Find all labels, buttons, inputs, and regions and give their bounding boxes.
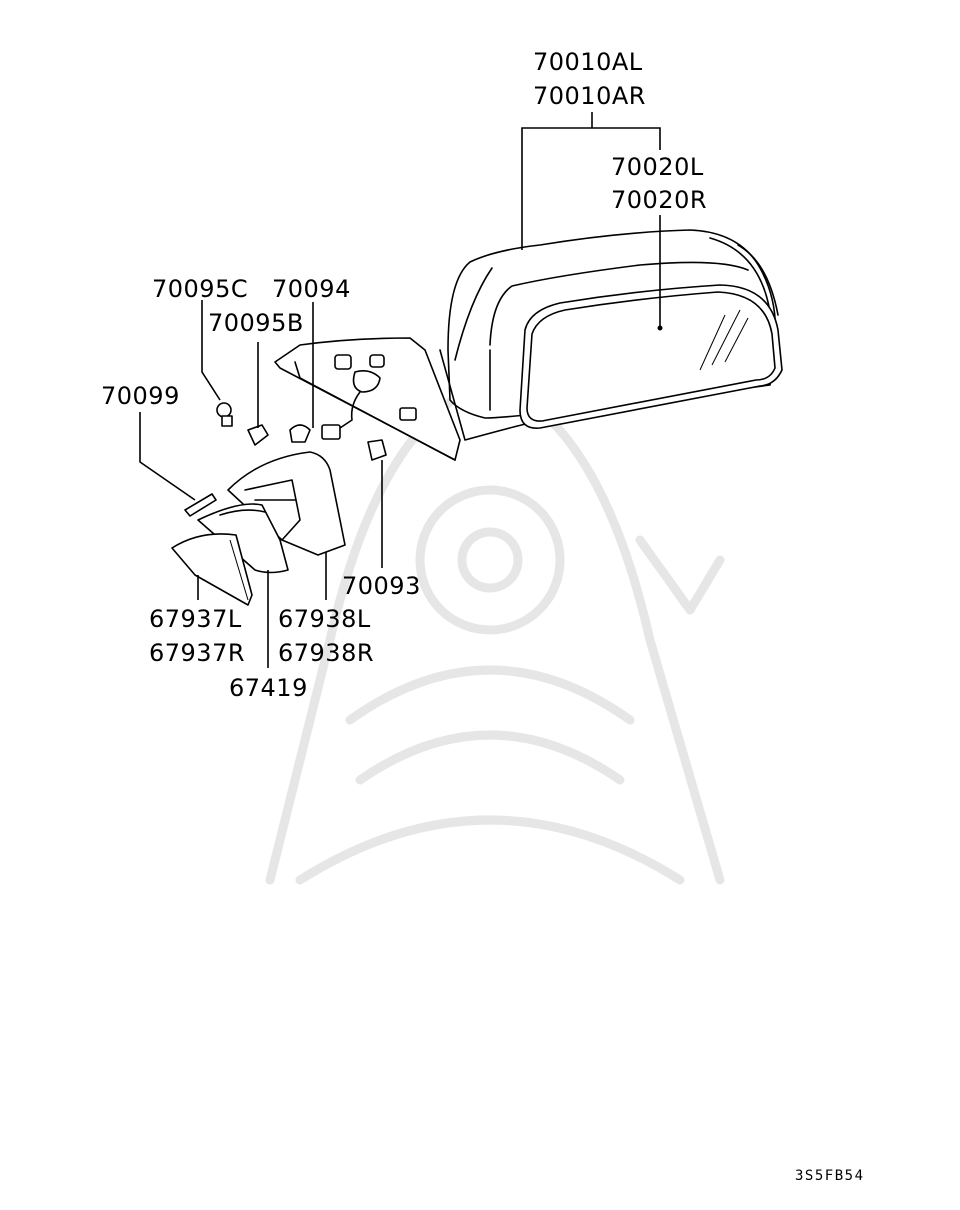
label-outer-cover-right: 67938R [278,639,374,667]
label-cover-nut: 70095B [208,309,304,337]
label-garnish: 67419 [229,674,308,702]
label-mirror-glass-right: 70020R [611,186,707,214]
mirror-base-plate [274,337,461,461]
label-bracket-clip: 70093 [342,572,421,600]
label-mirror-assembly-right: 70010AR [533,82,646,110]
mirror-covers [171,451,346,606]
label-outer-cover-left: 67938L [278,605,371,633]
diagram-code: 3S5FB54 [795,1168,865,1184]
small-fasteners [184,402,387,517]
label-screw: 70099 [101,382,180,410]
label-inner-cover-left: 67937L [149,605,242,633]
label-bushing: 70094 [272,275,351,303]
mirror-glass [519,284,783,429]
label-mirror-assembly-left: 70010AL [533,48,643,76]
leader-lines [139,112,663,668]
label-cover-clip: 70095C [152,275,248,303]
label-mirror-glass-left: 70020L [611,153,704,181]
label-inner-cover-right: 67937R [149,639,245,667]
